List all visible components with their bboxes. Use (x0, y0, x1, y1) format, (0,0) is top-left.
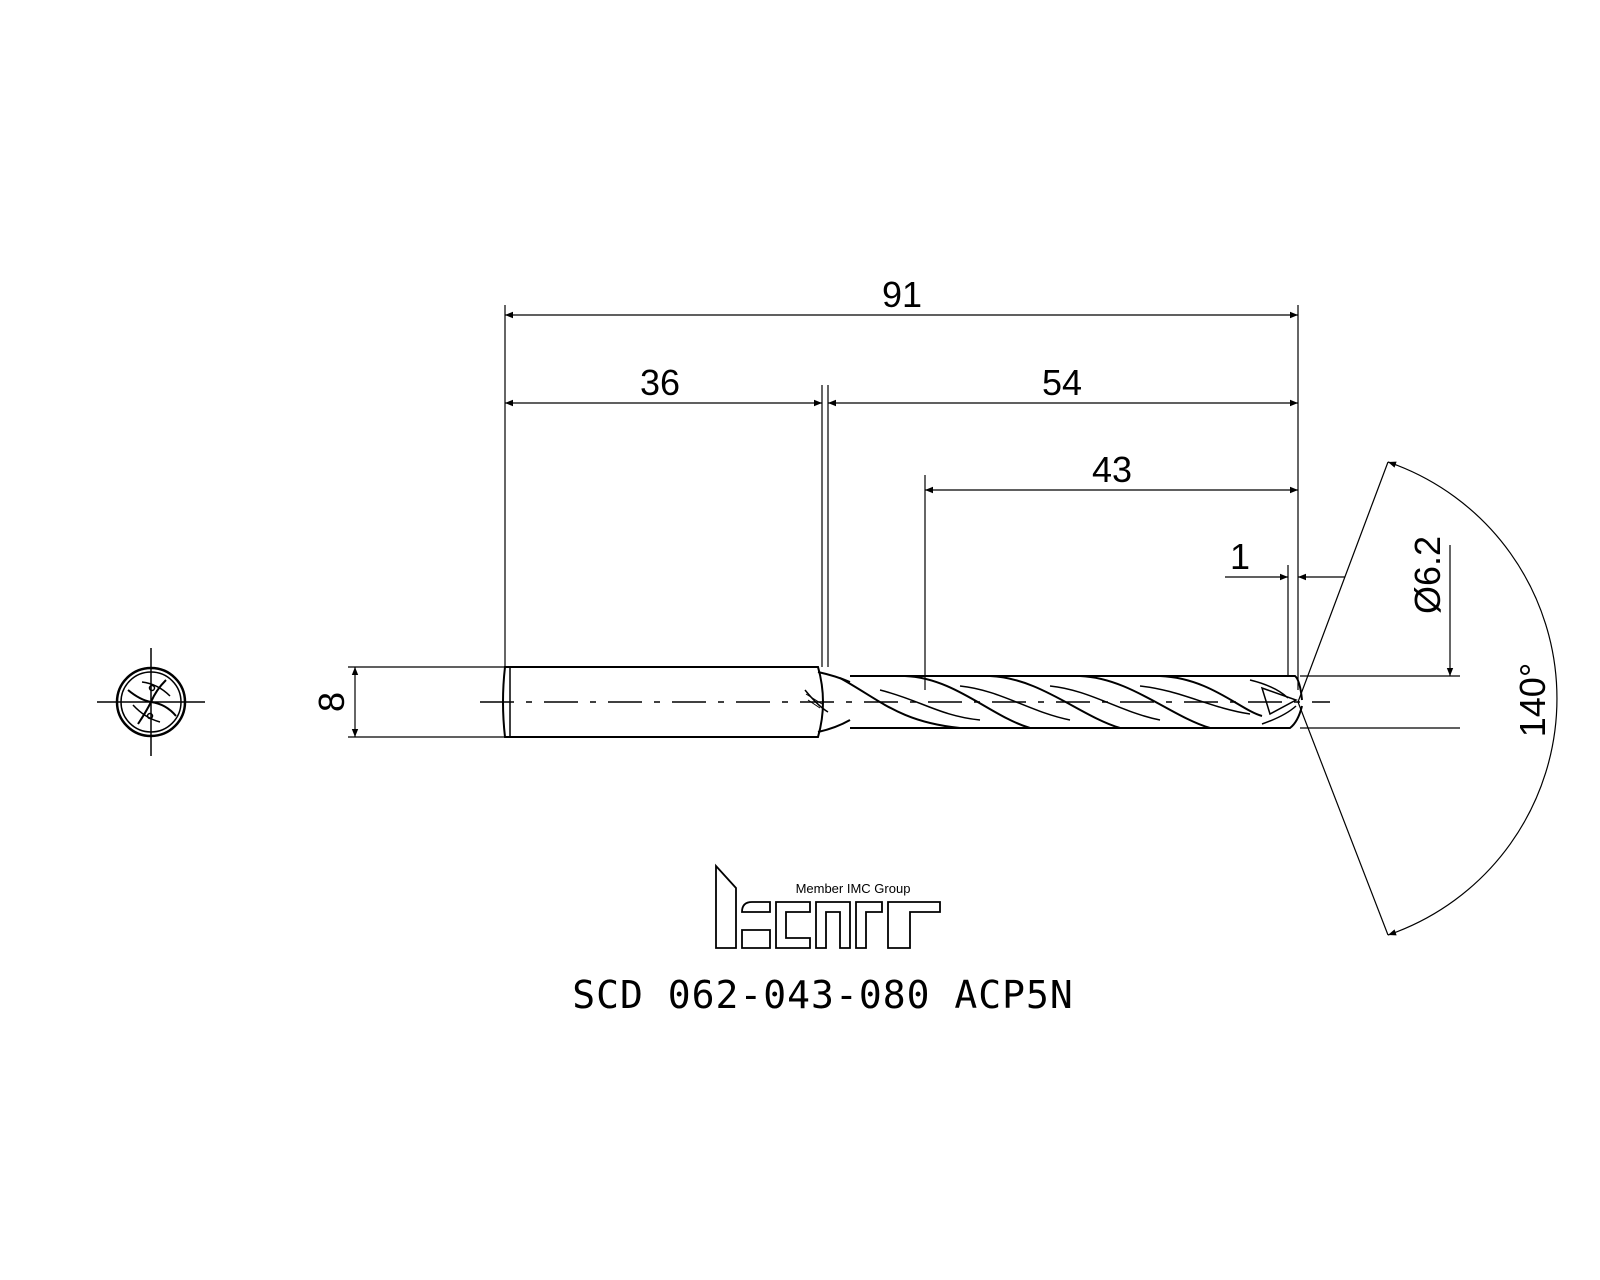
end-view-web (137, 679, 167, 725)
dim-step-length: 1 (1230, 536, 1250, 577)
dim-body-length: 54 (1042, 362, 1082, 403)
angle-leg-top (1297, 461, 1389, 703)
iscar-logo-mark (715, 863, 941, 949)
point-edge-2 (1261, 705, 1297, 725)
drill-point (1260, 686, 1298, 716)
dim-point-angle: 140° (1512, 663, 1553, 737)
part-number: SCD 062-043-080 ACP5N (572, 973, 1073, 1017)
dim-arc-point-angle (1387, 461, 1558, 936)
dim-shank-diameter: 8 (311, 692, 352, 712)
neck-arc (804, 689, 829, 713)
neck-top (817, 671, 851, 683)
dim-shank-length: 36 (640, 362, 680, 403)
neck-bottom (817, 719, 851, 733)
point-edge-1 (1249, 679, 1289, 699)
flute-bottom-edge (850, 705, 1303, 729)
end-view-coolant-hole-1 (148, 684, 156, 692)
iscar-logo: Member IMC Group (715, 863, 941, 949)
dimension-lines (351, 311, 1558, 936)
helix-4 (1079, 675, 1211, 729)
drill-shank (502, 666, 824, 738)
helix-land-1 (879, 689, 981, 721)
dim-flute-length: 43 (1092, 449, 1132, 490)
end-view-outer-circle (115, 666, 187, 738)
end-view (97, 648, 205, 756)
dimension-labels: 91 36 54 43 1 8 Ø6.2 140° (311, 274, 1553, 737)
helix-2 (904, 675, 1031, 729)
end-view-flute-1 (132, 704, 161, 723)
helix-1 (839, 677, 961, 729)
dim-drill-diameter: Ø6.2 (1407, 536, 1448, 614)
end-view-coolant-hole-2 (146, 712, 154, 720)
end-view-inner-circle (120, 671, 182, 733)
helix-land-4 (1139, 685, 1251, 715)
helix-5 (1159, 675, 1263, 717)
drill-side-view (480, 666, 1330, 738)
dim-overall-length: 91 (882, 274, 922, 315)
flute-top-edge (850, 675, 1303, 701)
extension-lines (348, 305, 1460, 936)
helix-land-2 (959, 685, 1071, 721)
logo-tagline: Member IMC Group (796, 881, 911, 896)
end-view-flute-2 (141, 681, 171, 697)
angle-leg-bottom (1297, 701, 1389, 936)
helix-3 (989, 675, 1121, 729)
